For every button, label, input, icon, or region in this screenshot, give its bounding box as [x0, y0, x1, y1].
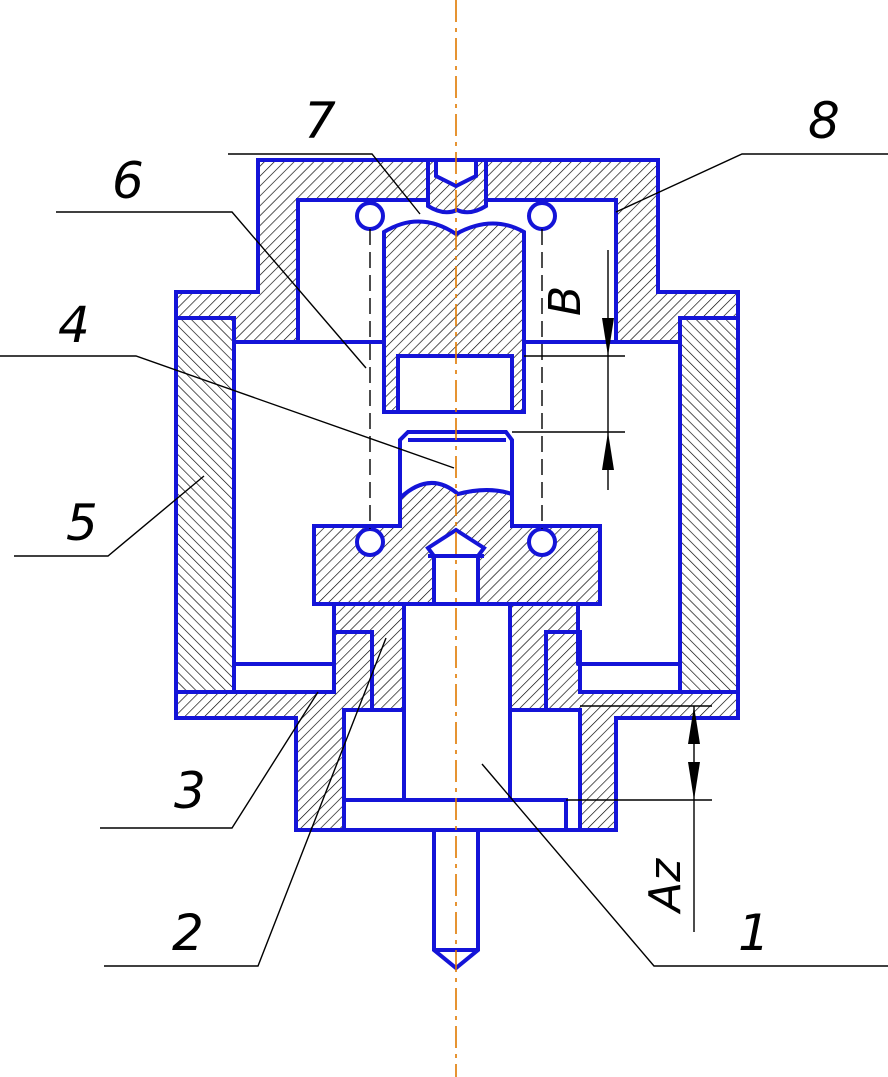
leader-2	[104, 637, 387, 967]
dim-b-arrow-bottom	[602, 432, 614, 470]
upper-punch-recess	[396, 354, 514, 414]
part-labels: 7 8 6 4 5 3 2 1	[58, 92, 840, 962]
dimension-az: Az	[566, 705, 712, 932]
leader-lines	[0, 153, 888, 967]
leader-4	[0, 355, 455, 469]
leader-6	[56, 211, 367, 369]
ball-top-left	[355, 201, 385, 231]
right-side-plate	[678, 316, 740, 694]
dim-b-label: B	[540, 286, 591, 316]
shaft	[402, 602, 512, 802]
label-part-7: 7	[304, 92, 336, 150]
ball-bottom-right	[527, 527, 557, 557]
dim-az-arrow-top	[688, 706, 700, 744]
ball-bottom-left	[355, 527, 385, 557]
shaft-flange	[342, 798, 568, 832]
label-part-1: 1	[738, 904, 770, 962]
left-side-plate	[174, 316, 236, 694]
label-part-3: 3	[174, 762, 206, 820]
dim-az-arrow-bottom	[688, 762, 700, 800]
label-part-8: 8	[808, 92, 840, 150]
leader-5	[14, 475, 205, 557]
label-part-6: 6	[112, 152, 144, 210]
dim-az-label: Az	[640, 858, 691, 915]
dim-b-arrow-top	[602, 318, 614, 356]
leader-7	[228, 153, 421, 215]
label-part-5: 5	[66, 494, 98, 552]
leader-1	[481, 763, 888, 967]
ball-top-right	[527, 201, 557, 231]
label-part-4: 4	[58, 296, 90, 354]
leader-3	[100, 691, 319, 829]
shaft-pin	[432, 828, 480, 971]
leader-8	[615, 153, 888, 213]
label-part-2: 2	[172, 904, 204, 962]
dimension-b: B	[512, 250, 625, 490]
